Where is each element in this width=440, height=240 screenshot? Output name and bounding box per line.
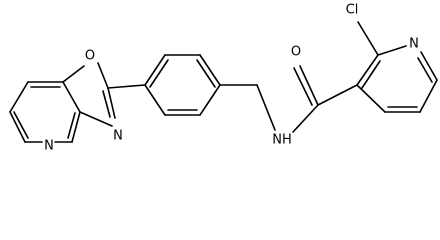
bond	[62, 81, 81, 113]
chemical-structure: Cl N O NH O N N	[9, 3, 438, 154]
bond	[79, 111, 113, 127]
amide-nh-bond-connector	[256, 84, 276, 131]
chlorine-atom-label: Cl	[346, 3, 359, 18]
carbonyl-oxygen-label: O	[291, 45, 301, 60]
bond	[67, 112, 76, 139]
oxazole-oxygen-label: O	[85, 49, 95, 64]
bond	[107, 87, 116, 119]
oxazole-nitrogen-label: N	[113, 129, 123, 144]
bond	[357, 21, 379, 56]
fused-pyridine-nitrogen-label: N	[44, 139, 54, 154]
bond	[9, 111, 26, 143]
bond	[196, 59, 216, 88]
bond	[377, 45, 407, 56]
bond	[356, 54, 379, 86]
bond	[420, 51, 438, 81]
bond	[293, 67, 313, 106]
bond	[144, 54, 166, 86]
atom-label-layer: Cl N O NH O N N	[44, 3, 419, 154]
bond	[361, 60, 381, 89]
bond	[102, 90, 111, 118]
bond	[199, 84, 221, 116]
bond	[97, 62, 109, 89]
bond	[299, 65, 319, 106]
bond	[292, 104, 319, 133]
bond	[107, 84, 146, 89]
bond	[149, 59, 169, 88]
bond	[71, 111, 81, 143]
bond	[419, 79, 438, 113]
amide-nitrogen-label: NH	[272, 133, 292, 148]
bond	[144, 84, 166, 116]
bond	[9, 81, 29, 113]
bond	[13, 111, 29, 139]
bond	[317, 84, 358, 106]
bond	[256, 84, 276, 131]
bond	[356, 84, 386, 113]
bond-layer	[9, 21, 438, 143]
bond	[417, 57, 433, 83]
bond	[62, 65, 85, 83]
pyridine-nitrogen-label: N	[409, 37, 419, 52]
bond	[199, 54, 221, 86]
